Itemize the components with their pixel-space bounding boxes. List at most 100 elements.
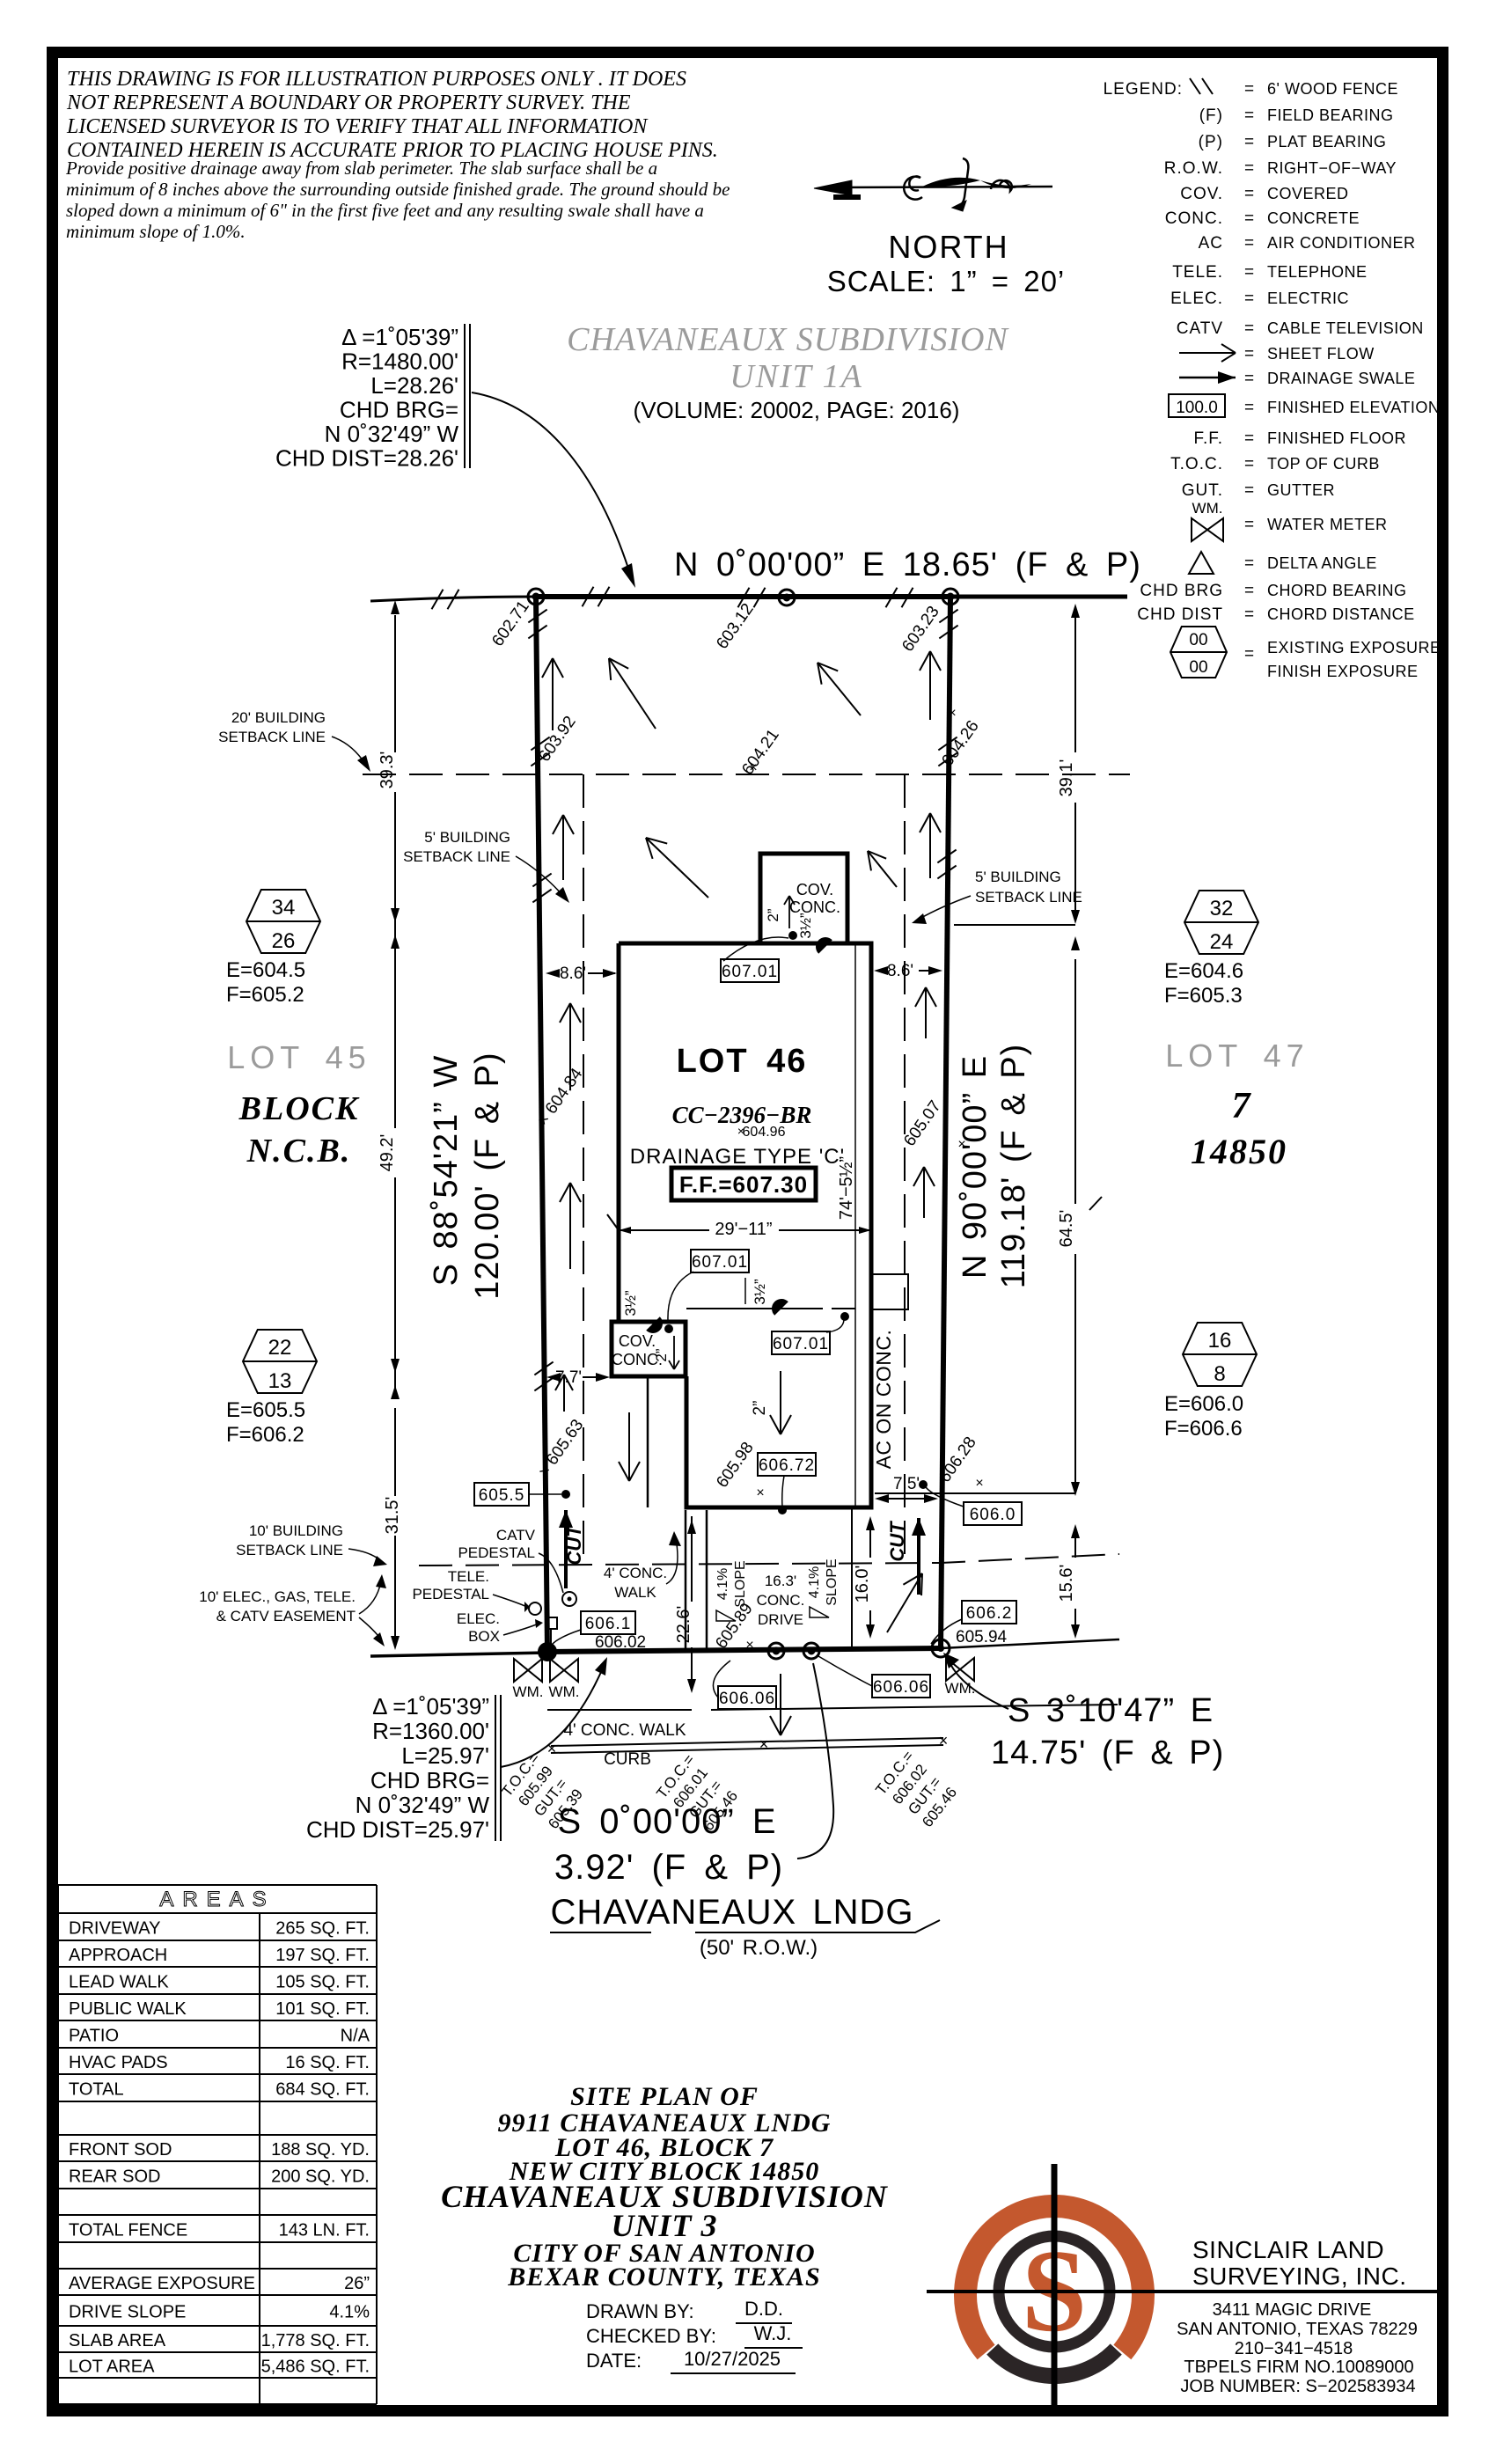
svg-text:SHEET FLOW: SHEET FLOW	[1267, 345, 1375, 363]
svg-text:L=28.26': L=28.26'	[370, 372, 458, 399]
svg-text:DRIVE: DRIVE	[758, 1611, 803, 1628]
svg-text:10' ELEC., GAS, TELE.: 10' ELEC., GAS, TELE.	[199, 1588, 356, 1605]
svg-text:49.2': 49.2'	[378, 1134, 397, 1172]
svg-text:FINISH EXPOSURE: FINISH EXPOSURE	[1267, 663, 1419, 680]
svg-text:SLOPE: SLOPE	[733, 1560, 748, 1607]
svg-text:SURVEYING, INC.: SURVEYING, INC.	[1192, 2262, 1406, 2290]
svg-text:100.0: 100.0	[1176, 399, 1218, 417]
svg-text:=: =	[1244, 209, 1254, 228]
svg-text:CATV: CATV	[1177, 319, 1223, 338]
svg-text:16: 16	[1208, 1329, 1232, 1353]
svg-text:JOB NUMBER: S−202583934: JOB NUMBER: S−202583934	[1180, 2377, 1415, 2396]
svg-text:LEAD WALK: LEAD WALK	[69, 1973, 169, 1992]
svg-text:=: =	[1244, 370, 1254, 388]
svg-text:34: 34	[272, 896, 296, 920]
svg-text:4' CONC. WALK: 4' CONC. WALK	[563, 1721, 686, 1740]
svg-text:WALK: WALK	[614, 1584, 656, 1601]
svg-text:N 0˚32'49” W: N 0˚32'49” W	[356, 1792, 490, 1818]
svg-text:=: =	[1244, 582, 1254, 600]
svg-text:RIGHT−OF−WAY: RIGHT−OF−WAY	[1267, 159, 1397, 177]
svg-text:00: 00	[1189, 658, 1207, 677]
svg-text:WM.: WM.	[945, 1680, 976, 1697]
svg-text:PATIO: PATIO	[69, 2027, 119, 2046]
svg-text:LOT 46, BLOCK 7: LOT 46, BLOCK 7	[554, 2133, 774, 2162]
svg-text:COV.: COV.	[619, 1332, 656, 1350]
svg-text:N 0˚32'49” W: N 0˚32'49” W	[325, 421, 459, 447]
svg-text:CHAVANEAUX SUBDIVISION: CHAVANEAUX SUBDIVISION	[441, 2179, 889, 2214]
svg-text:606.72: 606.72	[759, 1456, 815, 1475]
svg-text:NEW CITY BLOCK 14850: NEW CITY BLOCK 14850	[509, 2157, 820, 2186]
svg-text:200 SQ. YD.: 200 SQ. YD.	[271, 2167, 370, 2187]
svg-text:NOT REPRESENT A BOUNDARY OR PR: NOT REPRESENT A BOUNDARY OR PROPERTY SUR…	[66, 92, 631, 114]
svg-text:COV.: COV.	[796, 881, 833, 898]
svg-text:LOT 46: LOT 46	[677, 1043, 808, 1080]
svg-text:TELE.: TELE.	[448, 1568, 489, 1585]
svg-text:=: =	[1244, 80, 1254, 99]
svg-text:1,778 SQ. FT.: 1,778 SQ. FT.	[261, 2331, 370, 2350]
svg-text:CONC.: CONC.	[1165, 209, 1223, 228]
svg-text:265 SQ. FT.: 265 SQ. FT.	[275, 1919, 370, 1939]
svg-text:(VOLUME: 20002, PAGE: 2016): (VOLUME: 20002, PAGE: 2016)	[634, 397, 960, 423]
svg-text:684 SQ. FT.: 684 SQ. FT.	[275, 2080, 370, 2100]
svg-text:CC−2396−BR: CC−2396−BR	[672, 1102, 812, 1128]
svg-text:COV.: COV.	[1180, 185, 1223, 203]
svg-text:7.5': 7.5'	[893, 1475, 920, 1493]
svg-text:FINISHED ELEVATION: FINISHED ELEVATION	[1267, 399, 1440, 416]
svg-text:=: =	[1244, 263, 1254, 282]
svg-text:ELEC.: ELEC.	[457, 1610, 500, 1627]
svg-text:REAR SOD: REAR SOD	[69, 2167, 160, 2187]
svg-text:606.02: 606.02	[595, 1633, 646, 1652]
svg-text:39.1': 39.1'	[1057, 759, 1076, 797]
svg-text:15.6': 15.6'	[1057, 1565, 1076, 1602]
svg-text:DATE:: DATE:	[586, 2350, 642, 2372]
svg-text:=: =	[1244, 106, 1254, 125]
svg-text:2”: 2”	[751, 1401, 769, 1416]
svg-text:TELE.: TELE.	[1172, 263, 1223, 282]
svg-text:13: 13	[268, 1369, 292, 1393]
svg-text:FINISHED FLOOR: FINISHED FLOOR	[1267, 429, 1406, 447]
svg-text:=: =	[1244, 429, 1254, 448]
svg-text:THIS DRAWING IS FOR ILLUSTRATI: THIS DRAWING IS FOR ILLUSTRATION PURPOSE…	[67, 68, 686, 91]
svg-text:605.5: 605.5	[479, 1486, 525, 1505]
svg-text:CONC.: CONC.	[757, 1592, 805, 1609]
svg-text:×: ×	[737, 1124, 744, 1138]
svg-text:PEDESTAL: PEDESTAL	[458, 1544, 535, 1561]
svg-text:HVAC PADS: HVAC PADS	[69, 2053, 168, 2072]
svg-text:=: =	[1244, 290, 1254, 308]
svg-text:8: 8	[1214, 1362, 1225, 1386]
svg-text:F.F.=607.30: F.F.=607.30	[679, 1171, 808, 1198]
svg-text:10' BUILDING: 10' BUILDING	[249, 1522, 343, 1539]
svg-text:×: ×	[745, 1638, 753, 1653]
svg-text:CHORD BEARING: CHORD BEARING	[1267, 582, 1407, 599]
svg-text:BLOCK: BLOCK	[238, 1090, 360, 1127]
svg-text:PEDESTAL: PEDESTAL	[412, 1586, 489, 1602]
svg-text:64.5': 64.5'	[1057, 1210, 1076, 1248]
svg-text:TBPELS FIRM NO.10089000: TBPELS FIRM NO.10089000	[1184, 2358, 1413, 2377]
svg-text:4' CONC.: 4' CONC.	[604, 1565, 667, 1581]
svg-text:74'−5½”: 74'−5½”	[837, 1156, 856, 1220]
svg-text:8.6': 8.6'	[887, 962, 913, 980]
svg-text:TOTAL FENCE: TOTAL FENCE	[69, 2221, 187, 2240]
svg-text:DRIVEWAY: DRIVEWAY	[69, 1919, 160, 1939]
svg-text:×: ×	[957, 1137, 965, 1152]
svg-text:CITY OF SAN ANTONIO: CITY OF SAN ANTONIO	[513, 2239, 815, 2268]
svg-text:00: 00	[1189, 631, 1207, 649]
svg-text:=: =	[1244, 159, 1254, 178]
svg-text:22.6': 22.6'	[674, 1606, 693, 1644]
svg-text:CONTAINED HEREIN IS ACCURATE P: CONTAINED HEREIN IS ACCURATE PRIOR TO PL…	[67, 139, 718, 162]
svg-text:T.O.C.: T.O.C.	[1170, 455, 1223, 473]
svg-text:10/27/2025: 10/27/2025	[684, 2348, 781, 2370]
svg-text:SLAB AREA: SLAB AREA	[69, 2331, 166, 2350]
svg-text:16 SQ. FT.: 16 SQ. FT.	[285, 2053, 370, 2072]
svg-text:SETBACK LINE: SETBACK LINE	[403, 848, 510, 865]
svg-text:AREAS: AREAS	[159, 1888, 275, 1911]
svg-text:×: ×	[759, 1735, 769, 1753]
svg-text:CUT: CUT	[563, 1524, 585, 1566]
svg-text:20' BUILDING: 20' BUILDING	[231, 709, 326, 726]
svg-text:UNIT 1A: UNIT 1A	[730, 358, 863, 395]
svg-text:31.5': 31.5'	[383, 1497, 402, 1535]
svg-text:BOX: BOX	[468, 1628, 500, 1645]
svg-text:W.J.: W.J.	[754, 2322, 792, 2344]
svg-text:2”: 2”	[765, 908, 781, 921]
svg-text:(P): (P)	[1199, 133, 1223, 151]
